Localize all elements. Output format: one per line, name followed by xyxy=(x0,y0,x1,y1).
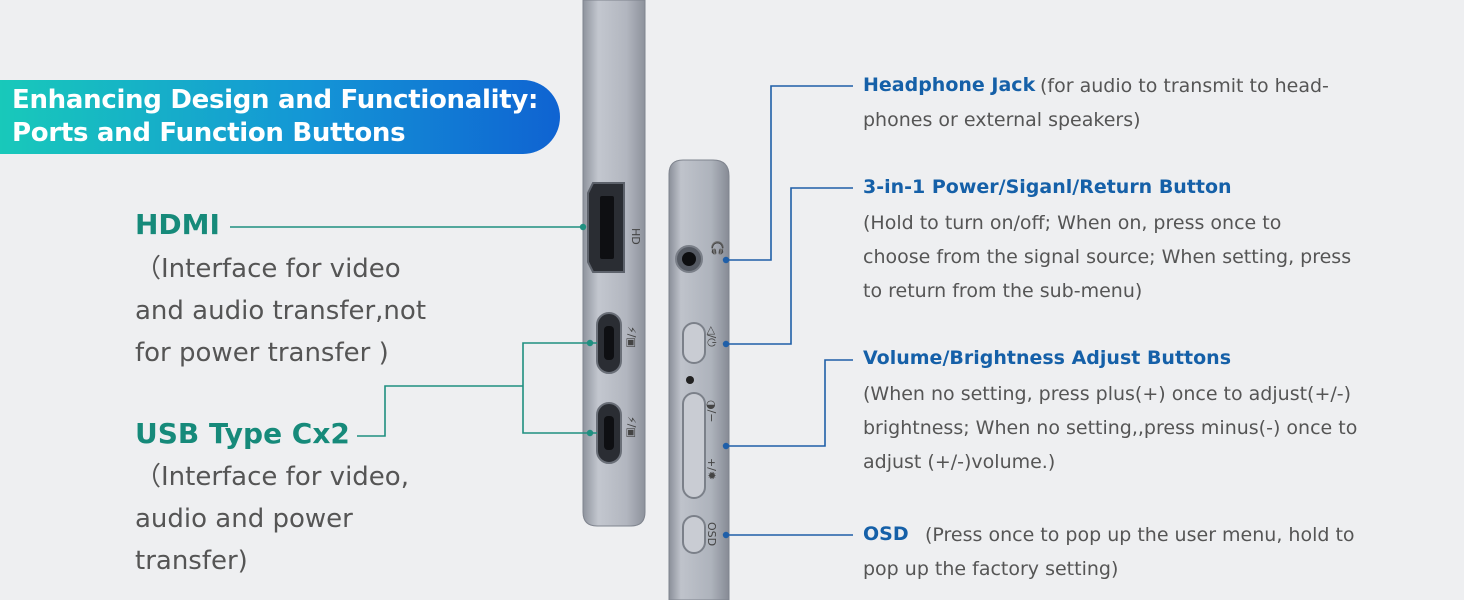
volume-leader-dot xyxy=(722,442,730,450)
minus-mark: ◑/− xyxy=(705,400,718,423)
headphone-jack-label: Headphone Jack xyxy=(863,74,1036,96)
osd-label: OSD xyxy=(863,523,909,545)
power-leader-line xyxy=(726,187,853,345)
osd-leader-dot xyxy=(722,531,730,539)
usbc-port-2-mark: ⚡/▣ xyxy=(625,416,638,438)
usbc-desc-line-3: transfer) xyxy=(135,546,248,576)
hdmi-leader-dot xyxy=(579,223,587,231)
usbc-desc-line-1: （Interface for video, xyxy=(135,462,409,492)
volume-desc-line-2: brightness; When no setting,,press minus… xyxy=(863,417,1358,439)
power-leader-dot xyxy=(722,340,730,348)
osd-button: OSD xyxy=(682,515,718,554)
power-desc-line-1: (Hold to turn on/off; When on, press onc… xyxy=(863,212,1282,234)
power-button-mark: ◁/⏻ xyxy=(705,326,718,347)
usbc-description: （Interface for video, audio and power tr… xyxy=(135,456,409,582)
hdmi-description: （Interface for video and audio transfer,… xyxy=(135,248,426,374)
hdmi-desc-line-1: （Interface for video xyxy=(135,254,401,284)
headphone-description: phones or external speakers) xyxy=(863,103,1141,137)
osd-button-mark: OSD xyxy=(705,522,718,546)
volume-desc-line-1: (When no setting, press plus(+) once to … xyxy=(863,383,1352,405)
usbc-label: USB Type Cx2 xyxy=(135,417,350,450)
power-button: ◁/⏻ xyxy=(682,322,718,364)
usbc-port-1: ⚡/▣ xyxy=(596,312,638,374)
osd-desc-line-1: pop up the factory setting) xyxy=(863,558,1119,580)
volume-buttons-label: Volume/Brightness Adjust Buttons xyxy=(863,347,1232,369)
title-line-2: Ports and Function Buttons xyxy=(12,118,406,148)
power-button-label: 3-in-1 Power/Siganl/Return Button xyxy=(863,176,1232,198)
usbc-leader-line xyxy=(357,385,523,437)
osd-inline-desc: (Press once to pop up the user menu, hol… xyxy=(925,524,1355,546)
hdmi-desc-line-2: and audio transfer,not xyxy=(135,296,427,326)
usbc-desc-line-2: audio and power xyxy=(135,504,353,534)
hdmi-label: HDMI xyxy=(135,208,220,241)
headphone-desc-line-1: phones or external speakers) xyxy=(863,109,1141,131)
usbc-leader-branch xyxy=(522,342,597,434)
headphone-leader-line xyxy=(726,85,853,261)
title-banner xyxy=(0,80,560,154)
headphone-leader-dot xyxy=(722,256,730,264)
usbc-port-1-mark: ⚡/▣ xyxy=(625,326,638,348)
page-title: Enhancing Design and Functionality: Port… xyxy=(12,84,552,150)
usbc2-leader-dot xyxy=(586,429,594,437)
volume-buttons-description: (When no setting, press plus(+) once to … xyxy=(863,377,1357,479)
hdmi-port-mark: HD xyxy=(629,228,642,245)
volume-leader-line xyxy=(726,359,853,447)
headphone-inline-desc: (for audio to transmit to head- xyxy=(1040,75,1329,97)
usbc1-leader-dot xyxy=(586,339,594,347)
volume-brightness-rocker: ◑/− +/✹ xyxy=(682,392,718,499)
power-button-description: (Hold to turn on/off; When on, press onc… xyxy=(863,206,1351,308)
power-desc-line-2: choose from the signal source; When sett… xyxy=(863,246,1352,268)
hdmi-desc-line-3: for power transfer ) xyxy=(135,338,389,368)
plus-mark: +/✹ xyxy=(705,458,718,480)
osd-description: pop up the factory setting) xyxy=(863,552,1118,586)
usbc-port-2: ⚡/▣ xyxy=(596,402,638,464)
headphone-jack: 🎧 xyxy=(675,241,725,273)
hdmi-port: HD xyxy=(587,182,642,273)
power-desc-line-3: to return from the sub-menu) xyxy=(863,280,1143,302)
indicator-dot xyxy=(686,376,694,384)
volume-desc-line-3: adjust (+/-)volume.) xyxy=(863,451,1056,473)
title-line-1: Enhancing Design and Functionality: xyxy=(12,85,539,115)
headphone-mark: 🎧 xyxy=(710,241,725,255)
